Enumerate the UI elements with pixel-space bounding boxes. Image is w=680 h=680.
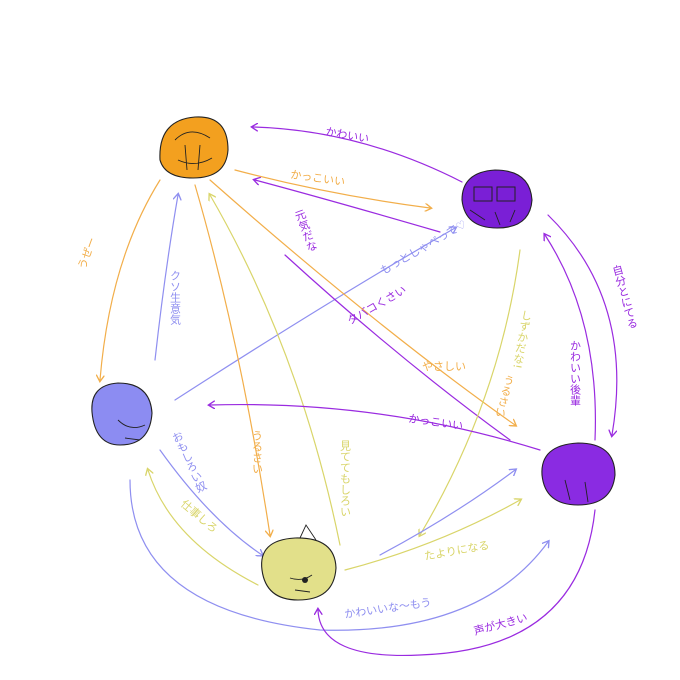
node-orange — [160, 117, 228, 178]
edge-violet-to-yellow — [380, 470, 515, 555]
label-genki: 元気だな — [292, 208, 319, 254]
label-kakkoii-mid: かっこいい — [408, 412, 464, 433]
label-mitete: 見ててもしろい — [339, 440, 352, 517]
label-jibun: 自分とにてる — [610, 263, 640, 330]
edges — [100, 127, 617, 655]
edge-violet-tabako — [285, 255, 510, 440]
label-urusai-right: うるさい — [492, 373, 516, 419]
label-kuso: クソ生意気 — [169, 270, 182, 326]
node-purple — [462, 170, 532, 228]
label-uzee: うぜー — [76, 236, 100, 271]
edge-purple-to-violet — [548, 215, 617, 435]
label-urusai-mid: うるさい — [251, 430, 264, 474]
labels: かわいい かっこいい 元気だな もっとしゃべって♡ タバコくさい やさしい うぜ… — [76, 125, 640, 638]
node-violet — [542, 443, 615, 505]
label-jouzu: 仕事しろ — [178, 497, 220, 535]
label-tayori: たよりになる — [423, 539, 490, 563]
label-yasashii: やさしい — [422, 360, 466, 373]
edge-yellow-to-orange — [210, 195, 340, 545]
label-koe: 声が大きい — [472, 610, 529, 638]
edge-orange-to-blue — [100, 180, 160, 380]
label-kawaii-kouhai: かわいい後輩 — [569, 340, 582, 407]
label-kawaii-na: かわいいな～もう — [344, 596, 433, 621]
label-kawaii-top: かわいい — [324, 125, 370, 145]
edge-orange-to-yellow — [195, 185, 270, 535]
node-blue — [92, 383, 152, 445]
label-shizuka: しずかだな! — [510, 309, 533, 370]
node-yellow — [262, 525, 336, 600]
label-omoshiroi: おもしろい奴 — [169, 429, 209, 495]
edge-blue-to-yellow — [160, 450, 262, 555]
